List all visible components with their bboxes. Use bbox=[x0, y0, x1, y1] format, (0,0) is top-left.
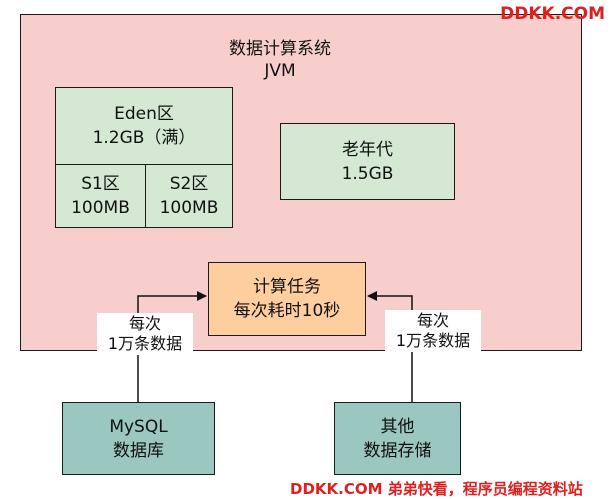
other-storage-sublabel: 数据存储 bbox=[363, 440, 432, 461]
old-generation-size: 1.5GB bbox=[341, 163, 394, 184]
other-storage-label: 其他 bbox=[380, 416, 415, 437]
mysql-database-sublabel: 数据库 bbox=[113, 440, 164, 461]
s2-region-box: S2区 100MB bbox=[145, 164, 233, 228]
s2-region-label: S2区 bbox=[169, 174, 209, 194]
s2-region-size: 100MB bbox=[159, 198, 219, 218]
compute-task-box: 计算任务 每次耗时10秒 bbox=[208, 262, 366, 336]
eden-region-size: 1.2GB（满） bbox=[92, 128, 196, 148]
watermark-top: DDKK.COM bbox=[500, 4, 605, 24]
mysql-edge-label-line1: 每次 bbox=[128, 314, 161, 333]
eden-region-box: Eden区 1.2GB（满） bbox=[55, 87, 233, 165]
storage-edge-label-line2: 1万条数据 bbox=[395, 331, 471, 350]
s1-region-label: S1区 bbox=[81, 174, 120, 194]
storage-edge-label-line1: 每次 bbox=[416, 311, 449, 330]
jvm-title: 数据计算系统 JVM bbox=[130, 38, 430, 82]
s1-region-size: 100MB bbox=[71, 198, 130, 218]
jvm-title-line1: 数据计算系统 bbox=[229, 39, 331, 59]
mysql-edge-label-line2: 1万条数据 bbox=[107, 334, 183, 353]
other-storage-box: 其他 数据存储 bbox=[334, 402, 461, 475]
s1-region-box: S1区 100MB bbox=[55, 164, 146, 228]
jvm-title-line2: JVM bbox=[264, 61, 296, 81]
storage-edge-label: 每次 1万条数据 bbox=[385, 310, 481, 352]
eden-region-label: Eden区 bbox=[114, 104, 174, 124]
compute-task-duration: 每次耗时10秒 bbox=[233, 301, 341, 321]
watermark-bottom: DDKK.COM 弟弟快看，程序员编程资料站 bbox=[290, 480, 583, 498]
mysql-database-box: MySQL 数据库 bbox=[62, 402, 215, 475]
mysql-edge-label: 每次 1万条数据 bbox=[97, 313, 193, 355]
compute-task-label: 计算任务 bbox=[253, 277, 321, 297]
old-generation-box: 老年代 1.5GB bbox=[280, 123, 455, 200]
old-generation-label: 老年代 bbox=[342, 139, 393, 160]
mysql-database-label: MySQL bbox=[109, 416, 168, 437]
